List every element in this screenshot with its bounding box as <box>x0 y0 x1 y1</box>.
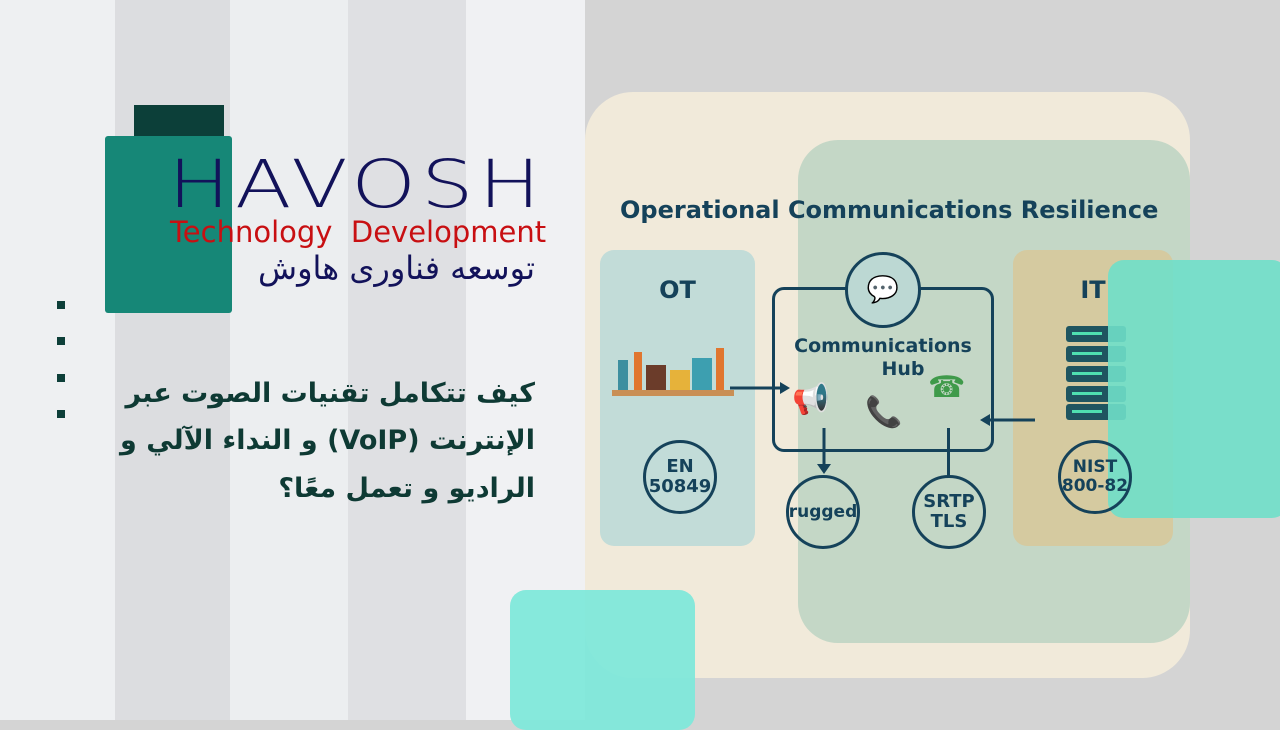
headline-line: الراديو و تعمل معًا؟ <box>278 472 535 504</box>
logo-tagline: Technology Development <box>170 215 547 249</box>
headline-line: الإنترنت (VoIP) و النداء الآلي و <box>120 425 535 457</box>
bg-stripe <box>0 0 115 720</box>
hub-line: Hub <box>881 357 925 380</box>
en-line: EN <box>666 456 694 478</box>
line-to-srtp <box>947 428 950 478</box>
headline-line: کیف تتکامل تقنیات الصوت عبر <box>125 378 536 409</box>
rugged-badge: rugged <box>786 475 860 549</box>
ot-label: OT <box>659 276 696 304</box>
en-line: 50849 <box>648 476 712 497</box>
srtp-line: SRTP <box>923 491 975 513</box>
dot-icon <box>57 374 65 382</box>
teal-shape <box>1108 260 1280 518</box>
phone-ringing-icon: ☎ <box>928 370 966 405</box>
bg-stripe <box>230 0 348 720</box>
logo-box <box>105 136 232 313</box>
dot-icon <box>57 337 65 345</box>
phone-icon: 📞 <box>865 395 903 430</box>
nist-line: 800-82 <box>1061 476 1129 496</box>
megaphone-icon: 📢 <box>792 382 830 417</box>
logo-accent <box>134 105 224 137</box>
headline: کیف تتکامل تقنیات الصوت عبر الإنترنت (Vo… <box>95 370 535 512</box>
nist-line: NIST <box>1072 457 1118 478</box>
dot-icon <box>57 301 65 309</box>
bg-stripe <box>348 0 466 720</box>
diagram-title: Operational Communications Resilience <box>620 196 1159 224</box>
chat-icon: 💬 <box>845 252 921 328</box>
arrow-ot-to-hub <box>730 382 790 394</box>
teal-shape <box>510 590 695 730</box>
dot-icon <box>57 410 65 418</box>
logo-persian: توسعه فناوری هاوش <box>258 249 535 287</box>
hub-line: Communications <box>794 335 972 357</box>
it-label: IT <box>1080 276 1106 304</box>
tls-line: TLS <box>930 511 968 532</box>
factory-icon <box>612 348 734 396</box>
arrow-it-to-hub <box>980 414 1035 426</box>
logo-brand: HAVOSH <box>168 146 546 223</box>
arrow-to-rugged <box>817 428 831 474</box>
